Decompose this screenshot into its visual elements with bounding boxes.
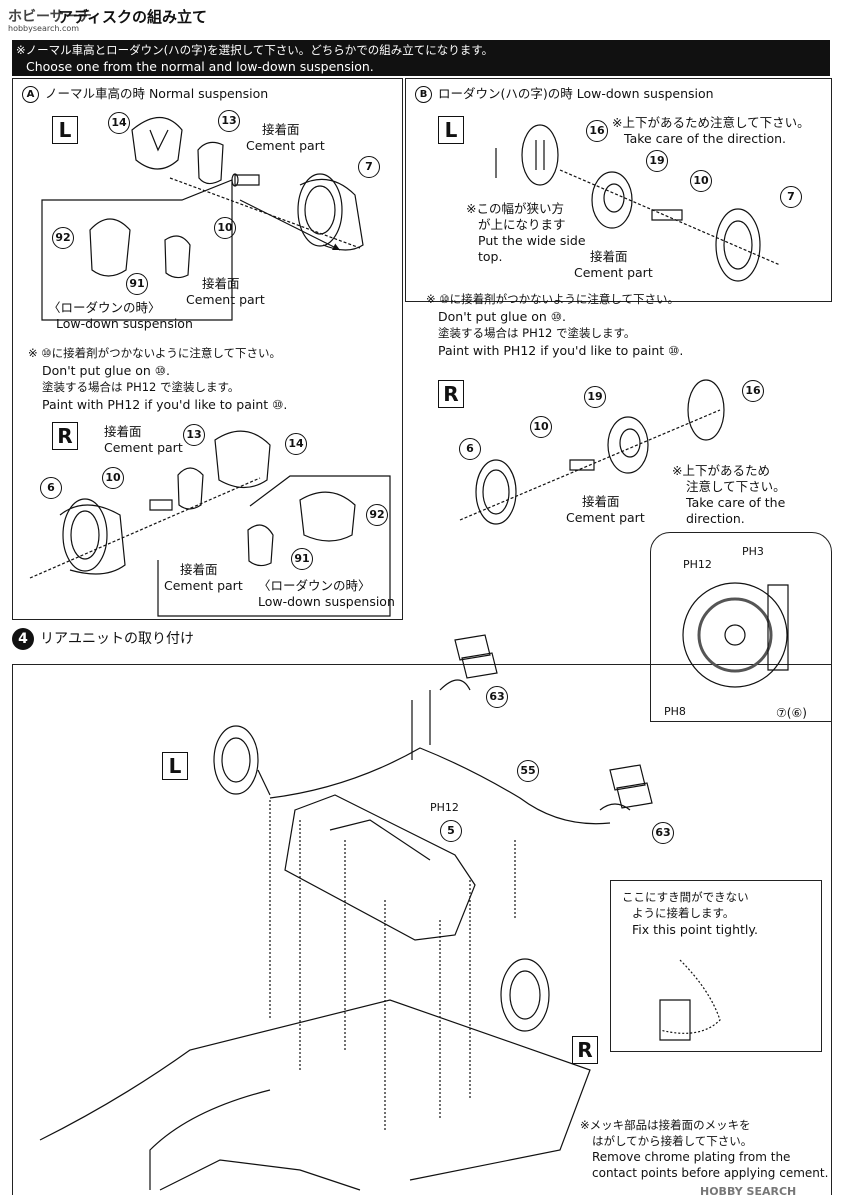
section-a-normal <box>12 78 403 620</box>
part-7: 7 <box>780 186 802 208</box>
chrome-note-en-1: Remove chrome plating from the <box>592 1150 791 1164</box>
part-92: 92 <box>366 504 388 526</box>
section-b-title: B ローダウン(ハの字)の時 Low-down suspension <box>415 86 714 103</box>
part-63: 63 <box>486 686 508 708</box>
paint-code-ph8: PH8 <box>664 705 686 718</box>
part-10: 10 <box>530 416 552 438</box>
cement-label-ja: 接着面 <box>590 249 628 264</box>
cement-label-en: Cement part <box>164 578 243 593</box>
banner-english: Choose one from the normal and low-down … <box>26 59 374 74</box>
direction-note2-en-2: direction. <box>686 511 745 526</box>
part-91: 91 <box>291 548 313 570</box>
side-r-label-4: R <box>572 1036 598 1064</box>
step-4-frame <box>12 664 832 1195</box>
cement-label-en: Cement part <box>566 510 645 525</box>
side-l-label-a: L <box>52 116 78 144</box>
part-10: 10 <box>214 217 236 239</box>
part-91: 91 <box>126 273 148 295</box>
cement-label-en: Cement part <box>104 440 183 455</box>
part-92: 92 <box>52 227 74 249</box>
section-b-lowdown <box>405 78 832 302</box>
part-10: 10 <box>690 170 712 192</box>
paint-code-ph3: PH3 <box>742 545 764 558</box>
section-a-title-text: ノーマル車高の時 Normal suspension <box>44 86 269 101</box>
tight-note-ja-2: ように接着します。 <box>632 906 735 920</box>
instruction-banner: ※ノーマル車高とローダウン(ハの字)を選択して下さい。どちらかでの組み立てになり… <box>12 40 830 76</box>
direction-note2-ja-1: ※上下があるため <box>672 463 770 478</box>
part-19: 19 <box>646 150 668 172</box>
cement-label-en: Cement part <box>246 138 325 153</box>
narrow-note-en-2: top. <box>478 249 503 264</box>
cement-label-ja: 接着面 <box>104 424 142 439</box>
part-6: 6 <box>40 477 62 499</box>
cement-label-en: Cement part <box>574 265 653 280</box>
glue-note-en-b: Don't put glue on ⑩. <box>438 309 566 324</box>
paint-note-en-b: Paint with PH12 if you'd like to paint ⑩… <box>438 343 684 358</box>
section-b-marker: B <box>415 86 432 103</box>
cement-label-en: Cement part <box>186 292 265 307</box>
section-a-marker: A <box>22 86 39 103</box>
direction-note2-ja-2: 注意して下さい。 <box>686 479 786 494</box>
part-13: 13 <box>218 110 240 132</box>
disc-detail-box <box>650 532 832 722</box>
part-6: 6 <box>459 438 481 460</box>
tight-note-en: Fix this point tightly. <box>632 922 758 937</box>
footer-watermark: HOBBY SEARCH <box>700 1185 797 1198</box>
lowdown-label-en: Low-down suspension <box>258 594 395 609</box>
part-7: 7 <box>358 156 380 178</box>
glue-note-ja-b: ※ ⑩に接着剤がつかないように注意して下さい。 <box>426 292 680 306</box>
direction-note2-en-1: Take care of the <box>686 495 786 510</box>
chrome-note-en-2: contact points before applying cement. <box>592 1166 829 1180</box>
paint-code-ph12: PH12 <box>683 558 712 571</box>
paint-code-ph12-4: PH12 <box>430 801 459 814</box>
chrome-note-ja-2: はがしてから接着して下さい。 <box>592 1134 753 1148</box>
part-63: 63 <box>652 822 674 844</box>
section-b-title-text: ローダウン(ハの字)の時 Low-down suspension <box>437 86 714 101</box>
part-19: 19 <box>584 386 606 408</box>
cement-label-ja: 接着面 <box>262 122 300 137</box>
cement-label-ja: 接着面 <box>180 562 218 577</box>
disc-part-label: ⑦(⑥) <box>776 706 807 720</box>
narrow-note-en-1: Put the wide side <box>478 233 586 248</box>
part-16: 16 <box>742 380 764 402</box>
watermark-text: ホビーサーチ <box>8 9 92 25</box>
watermark-url: hobbysearch.com <box>8 24 80 33</box>
step-4-marker: 4 <box>12 628 34 650</box>
page-title: アディスクの組み立て <box>58 8 207 26</box>
glue-note-en: Don't put glue on ⑩. <box>42 363 170 378</box>
lowdown-label-ja: 〈ローダウンの時〉 <box>48 300 161 315</box>
part-16: 16 <box>586 120 608 142</box>
direction-note-ja: ※上下があるため注意して下さい。 <box>612 115 810 130</box>
glue-note-ja: ※ ⑩に接着剤がつかないように注意して下さい。 <box>28 346 282 360</box>
side-l-label-4: L <box>162 752 188 780</box>
tight-fix-detail-box <box>610 880 822 1052</box>
paint-note-ja-b: 塗装する場合は PH12 で塗装します。 <box>438 326 636 340</box>
chrome-note-ja-1: ※メッキ部品は接着面のメッキを <box>580 1118 751 1132</box>
step-4-number: 4 <box>18 631 28 647</box>
narrow-note-ja-2: が上になります <box>478 217 566 232</box>
part-10: 10 <box>102 467 124 489</box>
part-5: 5 <box>440 820 462 842</box>
lowdown-label-en: Low-down suspension <box>56 316 193 331</box>
cement-label-ja: 接着面 <box>202 276 240 291</box>
side-r-label-a: R <box>52 422 78 450</box>
side-r-label-b: R <box>438 380 464 408</box>
direction-note-en: Take care of the direction. <box>624 131 787 146</box>
narrow-note-ja-1: ※この幅が狭い方 <box>466 201 564 216</box>
lowdown-label-ja: 〈ローダウンの時〉 <box>258 578 371 593</box>
hub-part-6-b <box>475 459 517 525</box>
step-4-title: リアユニットの取り付け <box>40 631 194 647</box>
paint-note-en: Paint with PH12 if you'd like to paint ⑩… <box>42 397 288 412</box>
part-13: 13 <box>183 424 205 446</box>
tight-note-ja-1: ここにすき間ができない <box>622 890 749 904</box>
part-14: 14 <box>285 433 307 455</box>
watermark-logo: ホビーサーチ <box>8 6 92 26</box>
part-55: 55 <box>517 760 539 782</box>
section-a-title: A ノーマル車高の時 Normal suspension <box>22 86 268 103</box>
banner-japanese: ※ノーマル車高とローダウン(ハの字)を選択して下さい。どちらかでの組み立てになり… <box>16 43 494 57</box>
side-l-label-b: L <box>438 116 464 144</box>
cement-label-ja: 接着面 <box>582 494 620 509</box>
paint-note-ja: 塗装する場合は PH12 で塗装します。 <box>42 380 240 394</box>
part-14: 14 <box>108 112 130 134</box>
